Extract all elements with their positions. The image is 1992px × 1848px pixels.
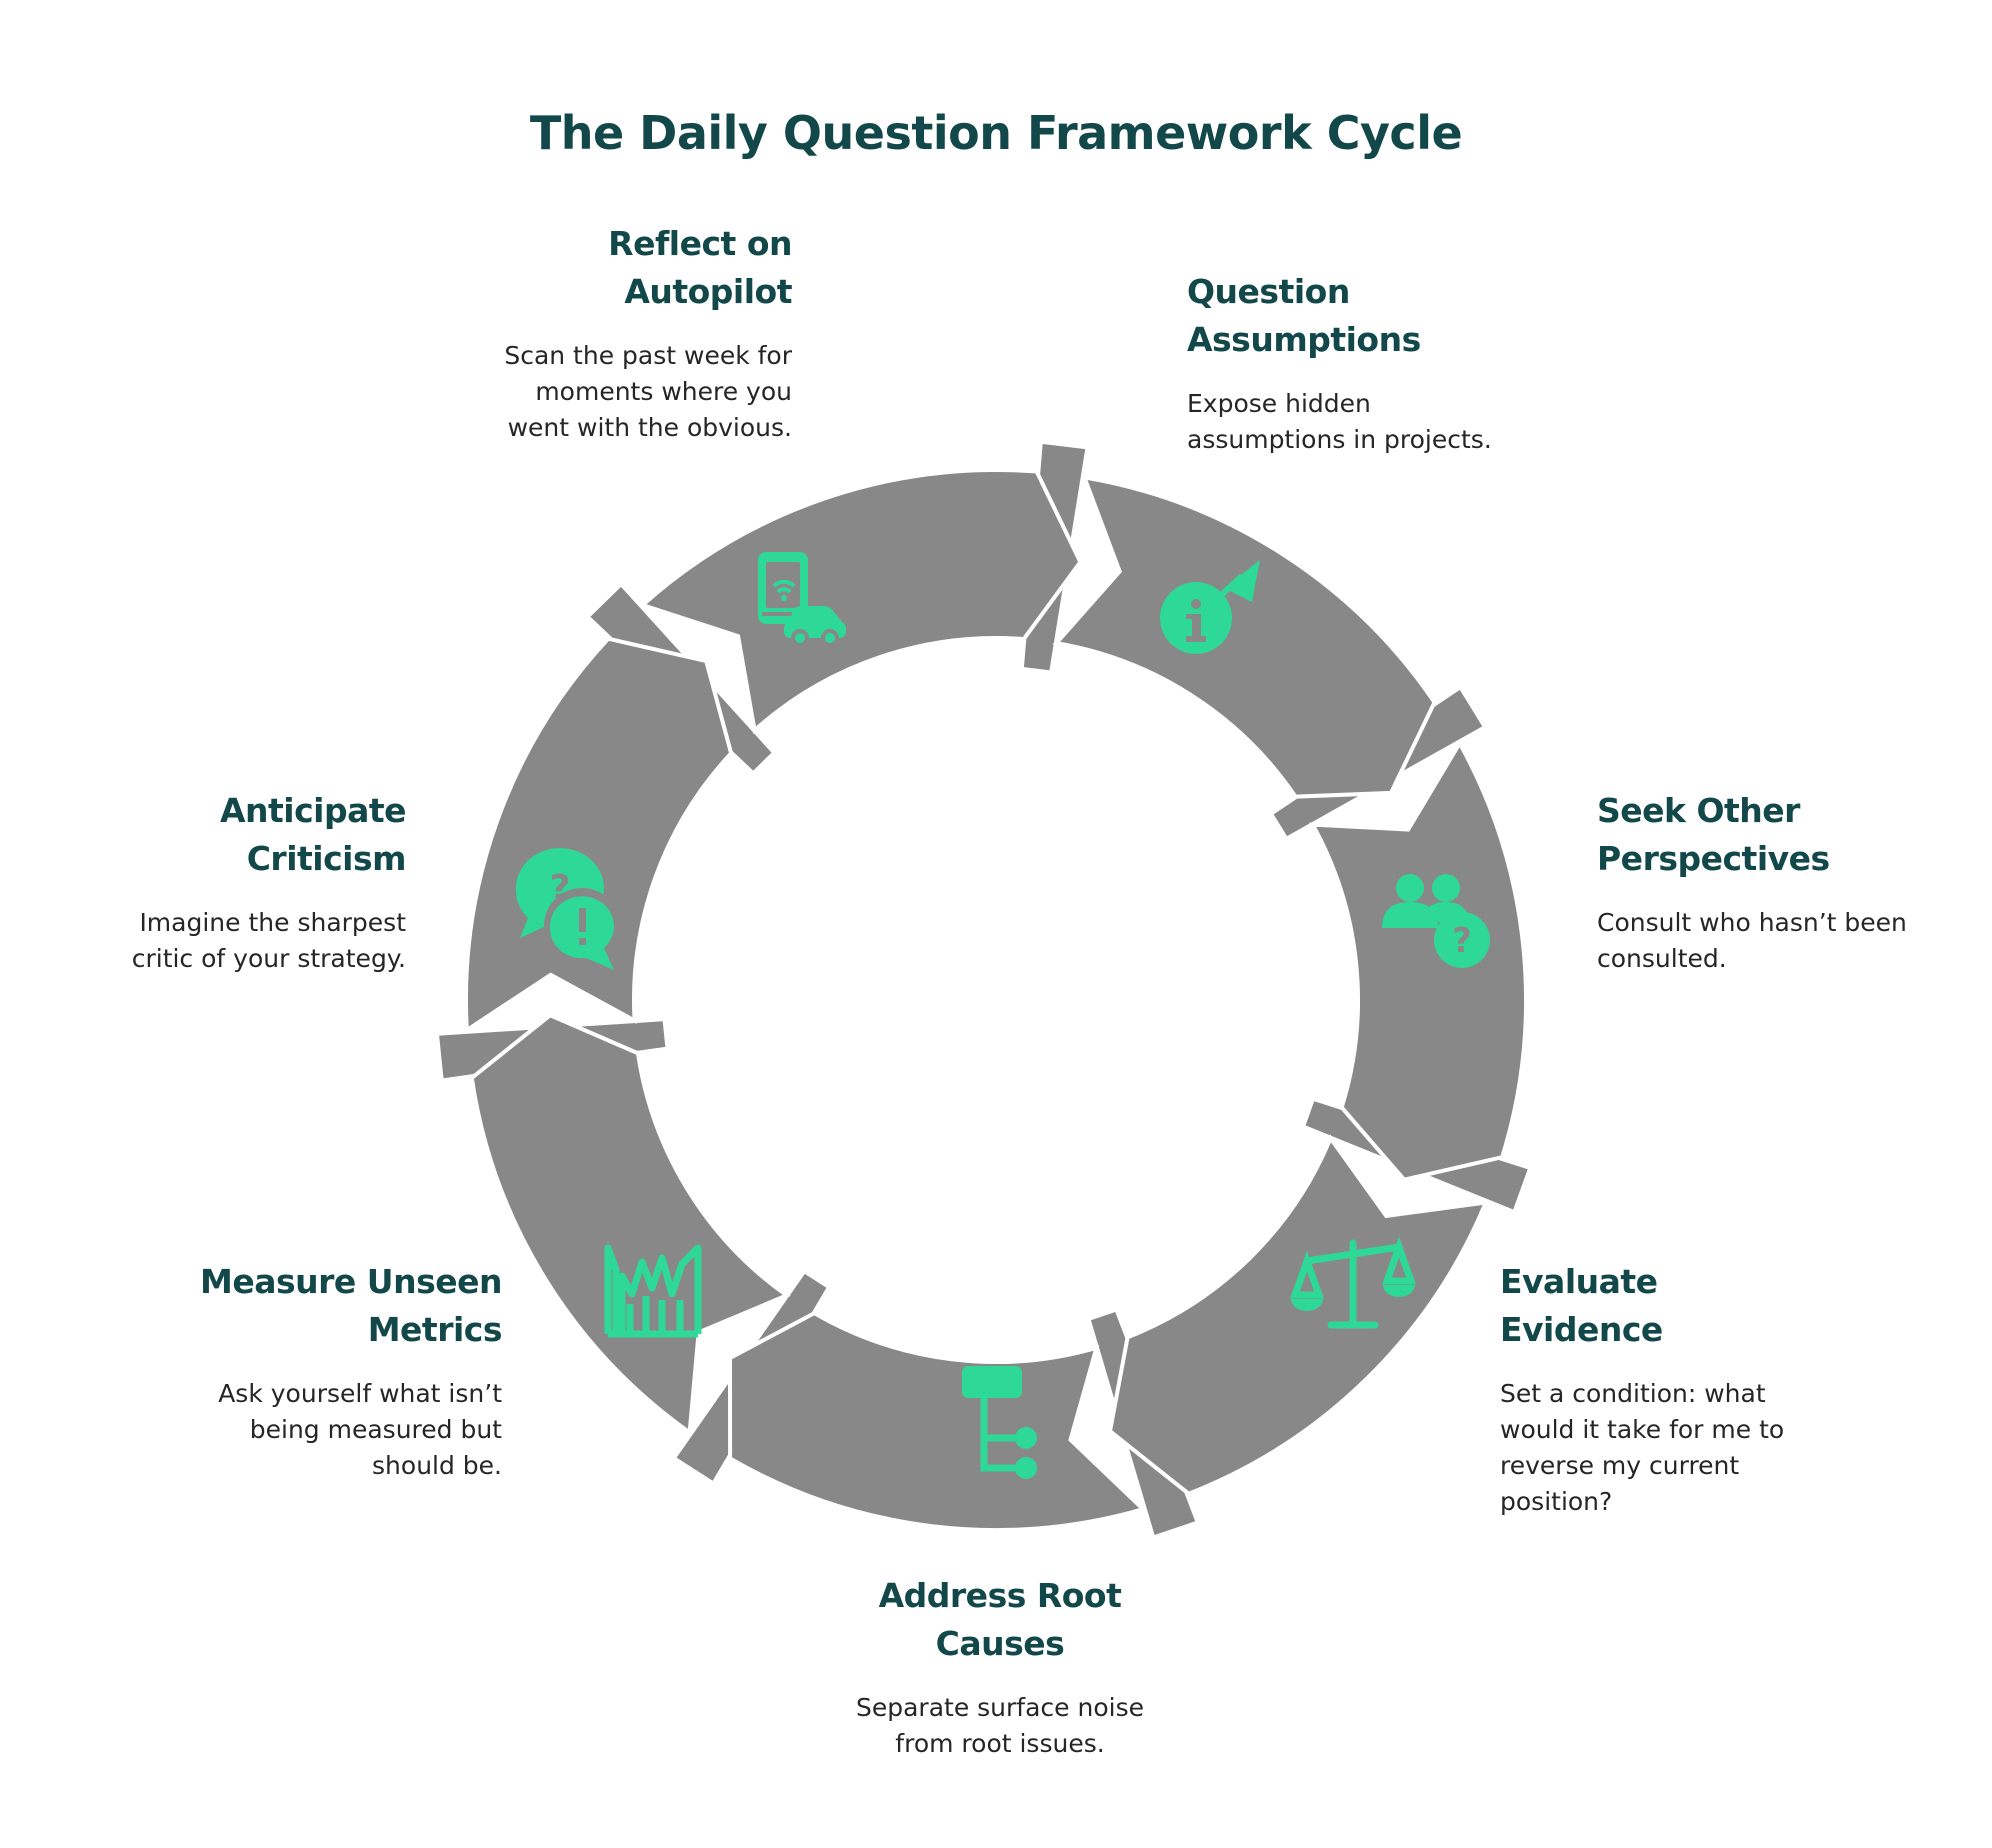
root-tree-icon <box>962 1366 1037 1479</box>
ring-segment <box>1107 1134 1489 1497</box>
ring-segment <box>1309 739 1528 1182</box>
speech-bubbles-icon: ? <box>515 848 620 970</box>
phone-car-icon <box>758 552 846 647</box>
info-target-icon <box>1160 560 1260 654</box>
scale-icon <box>1290 1236 1416 1329</box>
people-question-icon: ? <box>1382 874 1490 968</box>
page-title: The Daily Question Framework Cycle <box>529 106 1463 160</box>
ring-segment <box>727 1310 1147 1533</box>
ring-segment <box>464 636 734 1034</box>
ring-segment <box>1052 474 1437 799</box>
ring-segment <box>638 468 1083 735</box>
svg-text:?: ? <box>1452 921 1472 961</box>
ring-segment <box>469 1012 791 1437</box>
factory-metrics-icon <box>604 1244 702 1338</box>
